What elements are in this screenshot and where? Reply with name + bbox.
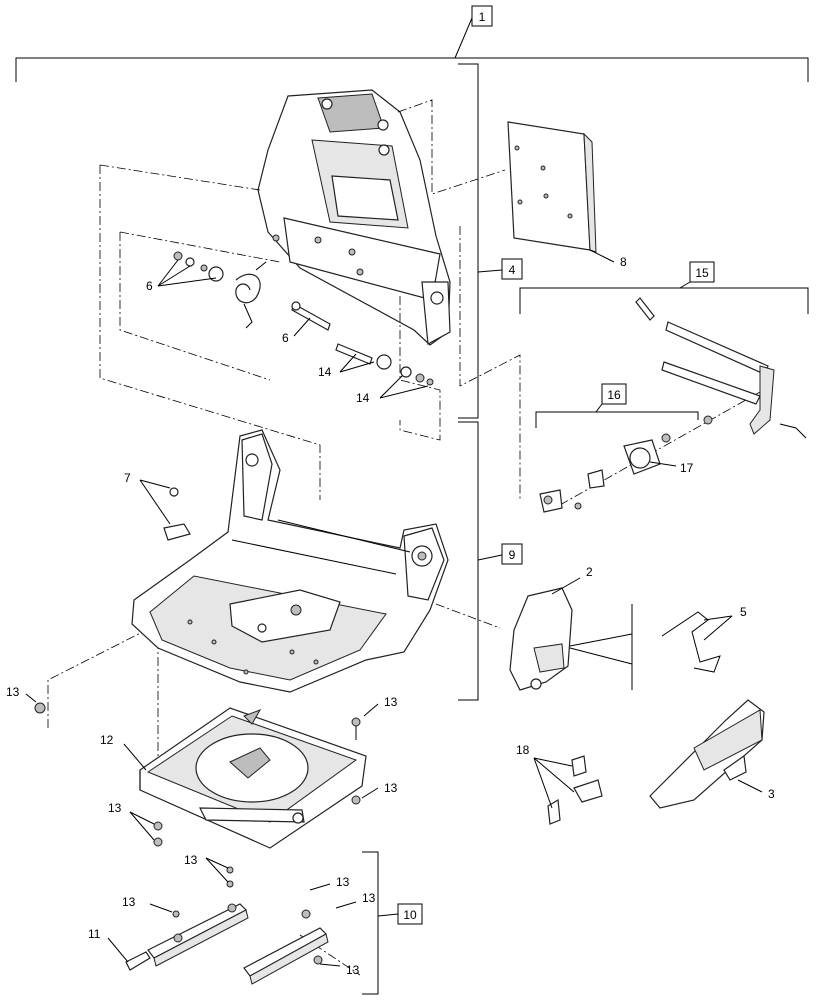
side-cover: 2: [509, 565, 633, 691]
callout-17: 17: [680, 461, 694, 475]
callout-8: 8: [620, 255, 627, 269]
callout-13-left: 13: [6, 685, 20, 699]
callout-13-rail-c: 13: [336, 875, 350, 889]
callout-12: 12: [100, 733, 114, 747]
callout-6-bolt: 6: [282, 331, 289, 345]
callout-13-plate-right: 13: [384, 781, 398, 795]
callout-18: 18: [516, 743, 530, 757]
spring-kit-18: 18: [516, 743, 603, 825]
slide-rails: 11 13 13 13 13 13 10: [88, 851, 423, 995]
callout-14-bolt: 14: [318, 365, 332, 379]
callout-13-plate-top: 13: [384, 695, 398, 709]
callout-13-rail-d: 13: [362, 891, 376, 905]
callout-13-rail-e: 13: [346, 963, 360, 977]
callout-14-washers: 14: [356, 391, 370, 405]
seat-base-frame: [131, 429, 449, 693]
callout-13-rail-a: 13: [184, 853, 198, 867]
assembly-bracket-1: 1: [15, 5, 809, 82]
callout-16: 16: [607, 388, 621, 402]
back-cushion-pad: 8: [507, 121, 627, 269]
callout-1: 1: [479, 10, 486, 24]
callout-2: 2: [586, 565, 593, 579]
adjust-lever-5: 5: [661, 605, 747, 673]
callout-11: 11: [88, 927, 101, 941]
callout-4: 4: [509, 263, 516, 277]
swivel-plate: 12 13 13 13: [100, 695, 398, 849]
nut-13-left: 13: [6, 685, 46, 714]
seat-back-frame: [257, 89, 451, 346]
armrest: 3: [649, 699, 775, 809]
bracket-4-9: 4 9: [458, 63, 523, 701]
callout-7: 7: [124, 471, 131, 485]
callout-13-rail-b: 13: [122, 895, 136, 909]
callout-5: 5: [740, 605, 747, 619]
lumbar-support-group: 15 16 17: [519, 261, 809, 513]
callout-6-spring: 6: [146, 279, 153, 293]
alignment-lines: [47, 99, 761, 976]
callout-9: 9: [509, 548, 516, 562]
retaining-clip-7: 7: [124, 471, 191, 541]
callout-15: 15: [695, 266, 709, 280]
callout-13-plate-bottom: 13: [108, 801, 122, 815]
callout-3: 3: [768, 787, 775, 801]
callout-10: 10: [403, 908, 417, 922]
recliner-spring-and-fasteners: 6 6 14 14: [146, 251, 434, 405]
